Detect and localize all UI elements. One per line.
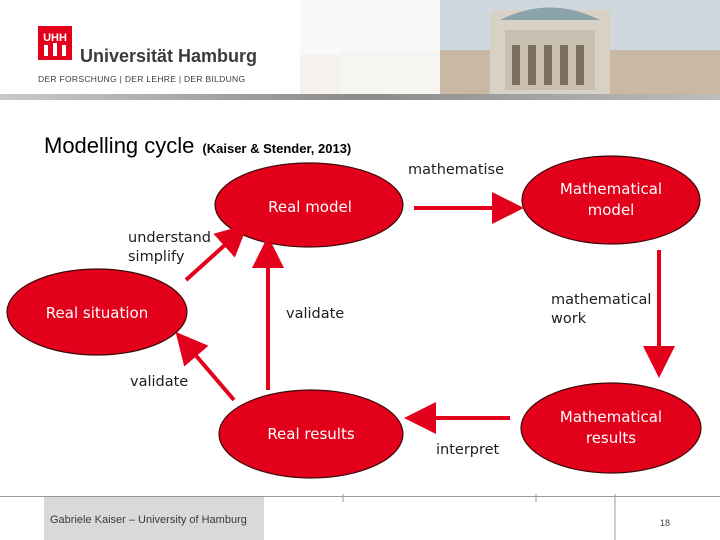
- interpret-label: interpret: [436, 442, 500, 458]
- page-number: 18: [660, 518, 671, 528]
- simplify-label: simplify: [128, 249, 185, 265]
- arrow-validate-left: [175, 331, 236, 402]
- mathematical-model-label-line2: model: [587, 201, 635, 219]
- building-photo: [300, 0, 720, 100]
- footer-divider: [0, 496, 720, 497]
- node-mathematical-results: [520, 382, 702, 474]
- slide-header: UHH Universität Hamburg DER FORSCHUNG | …: [0, 0, 720, 100]
- mathematise-label: mathematise: [408, 162, 505, 178]
- validate-left-label: validate: [130, 374, 189, 390]
- footer-author-box: [44, 497, 264, 540]
- node-real-model: [214, 162, 404, 248]
- real-results-label: Real results: [267, 425, 355, 443]
- title-text: Modelling cycle: [44, 133, 195, 158]
- mathematical-results-label-line1: Mathematical: [559, 408, 663, 426]
- mathematical-work-label-line1: mathematical: [551, 292, 652, 308]
- node-real-results: [218, 389, 404, 479]
- arrow-understand-simplify: [184, 224, 248, 282]
- node-real-situation: [6, 268, 188, 356]
- footer-author: Gabriele Kaiser – University of Hamburg: [50, 514, 247, 526]
- node-mathematical-model: [521, 155, 701, 245]
- real-situation-label: Real situation: [45, 304, 149, 322]
- title-citation: (Kaiser & Stender, 2013): [202, 141, 352, 156]
- uhh-logo-icon: UHH: [38, 26, 72, 60]
- understand-label: understand: [128, 230, 211, 246]
- mathematical-model-label-line1: Mathematical: [559, 180, 663, 198]
- header-divider: [0, 94, 720, 100]
- real-model-label: Real model: [268, 198, 352, 216]
- mathematical-work-label-line2: work: [551, 311, 587, 327]
- mathematical-results-label-line2: results: [585, 429, 637, 447]
- university-name: Universität Hamburg: [80, 46, 258, 66]
- university-tagline: DER FORSCHUNG | DER LEHRE | DER BILDUNG: [38, 74, 246, 84]
- slide-title: Modelling cycle (Kaiser & Stender, 2013): [44, 133, 351, 159]
- svg-text:UHH: UHH: [43, 32, 67, 44]
- validate-center-label: validate: [286, 306, 345, 322]
